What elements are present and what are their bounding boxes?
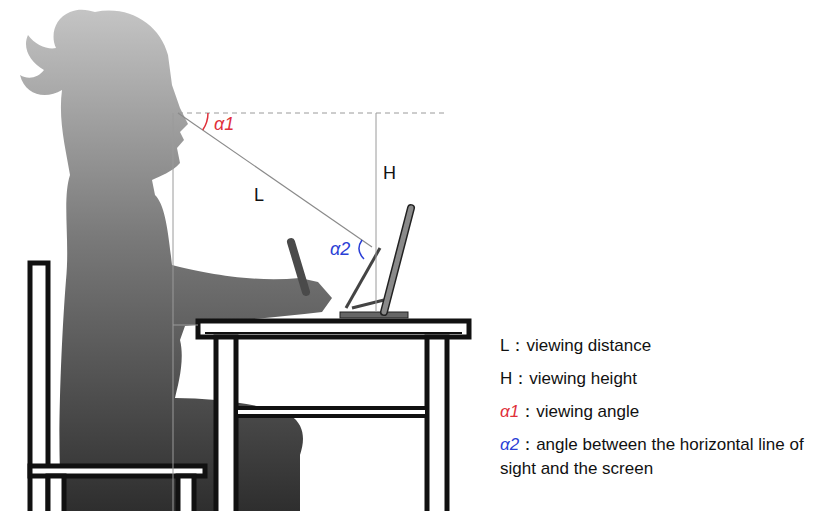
angle-arc bbox=[203, 113, 208, 130]
tablet-screen bbox=[384, 208, 411, 312]
legend-line: α1：viewing angle bbox=[500, 400, 812, 424]
tablet-screen bbox=[384, 208, 411, 312]
sight-line bbox=[178, 113, 372, 247]
symbol-label: α1 bbox=[500, 402, 519, 421]
chair-leg bbox=[178, 476, 194, 511]
angle-arc bbox=[359, 240, 364, 259]
reference-line bbox=[173, 113, 174, 511]
tablet-base bbox=[340, 312, 408, 318]
legend-line: α2：angle between the horizontal line of … bbox=[500, 433, 812, 481]
legend-line: H：viewing height bbox=[500, 367, 812, 391]
legend-text: ：angle between the horizontal line of si… bbox=[500, 435, 804, 478]
legend-line: L：viewing distance bbox=[500, 334, 812, 358]
tablet-stand bbox=[352, 300, 384, 308]
girl-silhouette bbox=[20, 10, 332, 511]
stylus-pen bbox=[291, 242, 306, 292]
desk-rail bbox=[236, 408, 427, 416]
distance-label: L bbox=[252, 186, 266, 206]
symbol-label: α2 bbox=[500, 435, 519, 454]
desk-leg bbox=[427, 337, 447, 511]
legend-text: H：viewing height bbox=[500, 369, 637, 388]
angle-label: α2 bbox=[328, 240, 352, 260]
legend-text: L：viewing distance bbox=[500, 336, 651, 355]
desk-leg bbox=[216, 337, 236, 511]
desk-edge bbox=[205, 332, 462, 334]
legend-text: ：viewing angle bbox=[519, 402, 639, 421]
angle-label: α1 bbox=[212, 115, 236, 135]
legend: L：viewing distanceH：viewing height α1：vie… bbox=[500, 334, 812, 490]
height-label: H bbox=[381, 164, 398, 184]
horizontal-sight-line bbox=[178, 113, 446, 114]
chair-leg bbox=[48, 476, 64, 511]
height-line bbox=[376, 113, 377, 312]
reference-line bbox=[173, 325, 198, 326]
